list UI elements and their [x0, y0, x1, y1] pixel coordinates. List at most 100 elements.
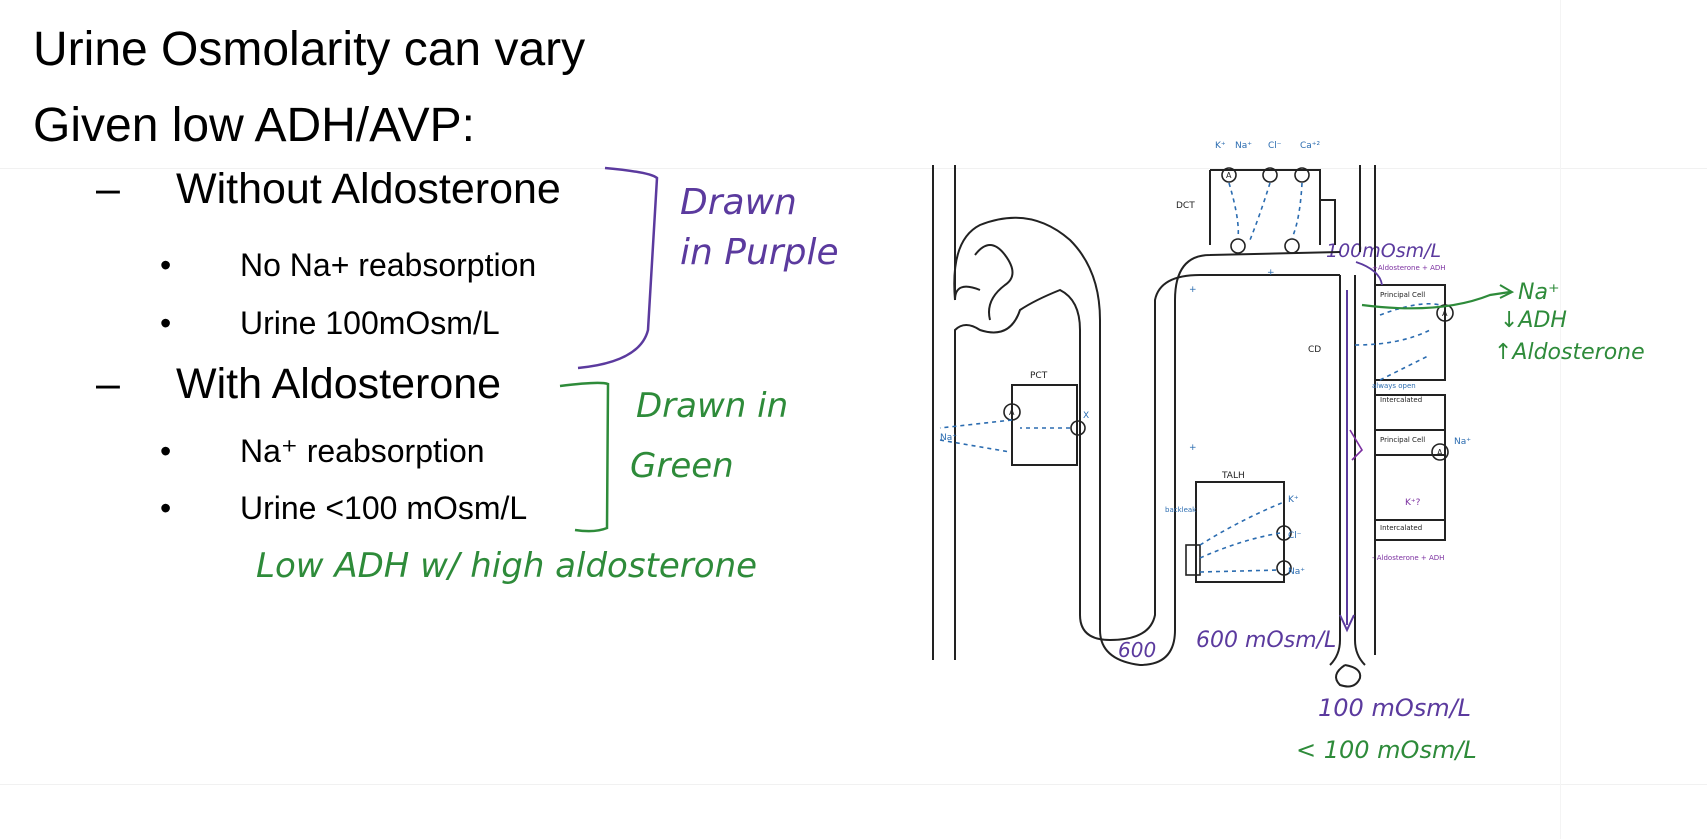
bullet-text: Urine <100 mOsm/L: [240, 490, 528, 526]
dct-box-top: [1210, 169, 1321, 245]
slide-title: Urine Osmolarity can vary: [33, 23, 586, 76]
label-backleak: backleak: [1165, 506, 1197, 514]
bullet-marker: •: [160, 247, 172, 283]
green-na-arrow: [1361, 290, 1511, 310]
flow-arrow: [1228, 182, 1240, 239]
transporter-pump: [1221, 167, 1237, 183]
note-up-aldosterone: ↑Aldosterone: [1494, 340, 1645, 365]
flow-arrow: [939, 439, 1011, 453]
intercalated-bottom: [1374, 519, 1446, 541]
label-pump: A: [1442, 309, 1448, 318]
intercalated-top: [1374, 394, 1446, 456]
label-cl: Cl⁻: [1268, 141, 1282, 151]
bullet-text: Urine 100mOsm/L: [240, 305, 500, 341]
flow-arrow: [1199, 569, 1281, 573]
label-plus: +: [1189, 285, 1197, 295]
note-drawn-purple-1: Drawn: [680, 182, 797, 223]
without-aldosterone-item: – Without Aldosterone: [96, 165, 561, 214]
note-low-adh: Low ADH w/ high aldosterone: [256, 546, 758, 586]
bullet-no-na-reabsorption: • No Na+ reabsorption: [160, 247, 536, 284]
tubule-outer: [953, 216, 1341, 667]
principal-pump: [1436, 304, 1454, 322]
note-osm-100-top: 100mOsm/L: [1326, 240, 1442, 262]
label-plus: +: [1189, 443, 1197, 453]
label-intercalated-bottom: Intercalated: [1380, 524, 1422, 532]
note-na-plus: Na⁺: [1518, 280, 1560, 305]
note-drawn-green-2: Green: [630, 446, 734, 486]
note-drawn-purple-2: in Purple: [680, 232, 839, 273]
label-na-principal: Na⁺: [1454, 437, 1471, 447]
pct-cell: [1011, 384, 1078, 466]
flow-arrow: [1379, 302, 1441, 316]
bullet-marker: •: [160, 433, 172, 469]
dash-marker: –: [96, 165, 120, 213]
label-plus: +: [1267, 268, 1275, 278]
with-aldosterone-label: With Aldosterone: [176, 360, 502, 408]
label-always-open: always open: [1372, 382, 1416, 390]
label-pump: A: [1009, 408, 1015, 417]
purple-arrowhead: [1339, 614, 1355, 633]
label-na: Na⁺: [1235, 141, 1252, 151]
pct-transporter: [1070, 420, 1086, 436]
label-talh: TALH: [1221, 471, 1245, 481]
bullet-marker: •: [160, 305, 172, 341]
label-x-pct: X: [1083, 411, 1089, 421]
note-osm-600-a: 600: [1118, 638, 1157, 662]
without-aldosterone-label: Without Aldosterone: [176, 165, 561, 213]
bullet-text: No Na+ reabsorption: [240, 247, 537, 283]
flow-arrow: [1354, 329, 1431, 346]
slide-subtitle: Given low ADH/AVP:: [33, 99, 475, 152]
label-principal-cell-bottom: Principal Cell: [1380, 436, 1425, 444]
label-pct: PCT: [1030, 371, 1048, 381]
note-drawn-green-1: Drawn in: [636, 386, 789, 426]
cd-wall-left: [1329, 275, 1341, 666]
label-na-talh: Na⁺: [1288, 567, 1305, 577]
note-osm-lt100: < 100 mOsm/L: [1296, 736, 1477, 764]
green-brace: [559, 381, 610, 533]
vessel-left-inner: [954, 165, 981, 301]
label-k-question: K⁺?: [1405, 498, 1421, 508]
cd-drop: [1335, 664, 1362, 688]
transporter-circle: [1262, 167, 1278, 183]
bullet-urine-lt100: • Urine <100 mOsm/L: [160, 490, 527, 527]
label-cd: CD: [1308, 345, 1321, 355]
transporter-circle: [1230, 238, 1246, 254]
flow-arrow: [939, 419, 1013, 429]
label-principal-cell-top: Principal Cell: [1380, 291, 1425, 299]
label-intercalated-top: Intercalated: [1380, 396, 1422, 404]
flow-arrow: [1291, 182, 1303, 239]
cd-wall-right: [1354, 275, 1366, 666]
slide-right-edge: [1560, 0, 1561, 839]
flow-arrow: [1249, 182, 1271, 241]
bullet-text: Na⁺ reabsorption: [240, 433, 485, 469]
purple-small-arrow: [1349, 429, 1364, 461]
slide-band-top: [0, 168, 1707, 169]
principal-pump: [1431, 443, 1449, 461]
transporter-circle: [1284, 238, 1300, 254]
flow-arrow: [1199, 532, 1281, 559]
label-aldo-adh-top: +Aldosterone + ADH: [1372, 264, 1446, 272]
label-k-talh: K⁺: [1288, 495, 1299, 505]
with-aldosterone-item: – With Aldosterone: [96, 360, 501, 409]
flow-arrow: [1199, 501, 1285, 546]
dct-box-right: [1320, 199, 1336, 245]
bullet-urine-100: • Urine 100mOsm/L: [160, 305, 500, 342]
label-pump: A: [1226, 171, 1232, 180]
note-osm-100-bottom: 100 mOsm/L: [1318, 694, 1472, 722]
dash-marker: –: [96, 360, 120, 408]
nkcc-transporter: [1185, 544, 1201, 576]
talh-cell: [1195, 481, 1285, 583]
bullet-marker: •: [160, 490, 172, 526]
label-pump: A: [1437, 448, 1443, 457]
label-na-pct: Na⁺: [940, 433, 957, 443]
note-osm-600-b: 600 mOsm/L: [1196, 628, 1337, 653]
principal-cell-top: [1374, 284, 1446, 381]
transporter-circle: [1294, 167, 1310, 183]
talh-transporter: [1276, 560, 1292, 576]
label-ca: Ca⁺²: [1300, 141, 1321, 151]
label-aldo-adh-bottom: - Aldosterone + ADH: [1372, 554, 1444, 562]
purple-small-arrow: [1355, 261, 1383, 286]
glomerulus: [974, 244, 1014, 321]
flow-arrow: [1379, 354, 1431, 381]
